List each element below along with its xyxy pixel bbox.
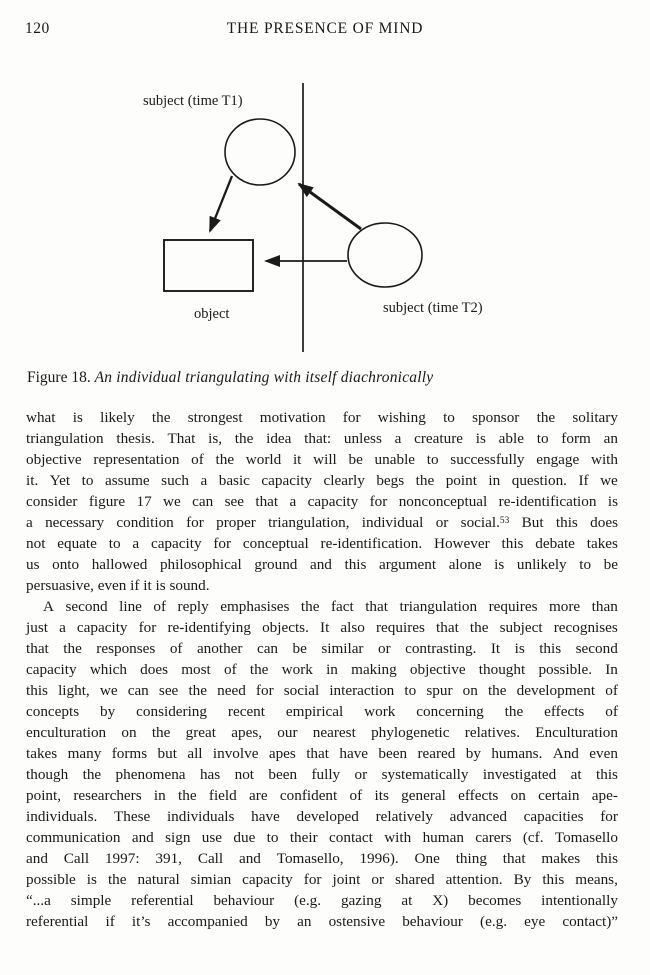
subject-t1-circle xyxy=(224,118,296,186)
arrow-t1-to-object xyxy=(208,175,234,233)
footnote-reference: 53 xyxy=(499,516,510,527)
object-rect xyxy=(163,239,254,292)
page-header: 120 THE PRESENCE OF MIND xyxy=(0,20,650,40)
running-title: THE PRESENCE OF MIND xyxy=(226,20,424,37)
subject-t2-label: subject (time T2) xyxy=(383,300,483,316)
subject-t1-label: subject (time T1) xyxy=(143,93,243,109)
figure-caption: Figure 18. An individual triangulating w… xyxy=(27,369,433,387)
figure-18-diagram: subject (time T1) object subject (time T… xyxy=(143,83,483,352)
text-line: persuasive, even if it is sound. xyxy=(26,577,210,594)
arrow-t2-to-t1 xyxy=(297,182,362,231)
subject-t2-circle xyxy=(347,222,423,288)
caption-title: An individual triangulating with itself … xyxy=(94,369,434,386)
object-label: object xyxy=(194,306,229,322)
page-number: 120 xyxy=(25,20,50,37)
caption-number: Figure 18. xyxy=(27,369,95,386)
